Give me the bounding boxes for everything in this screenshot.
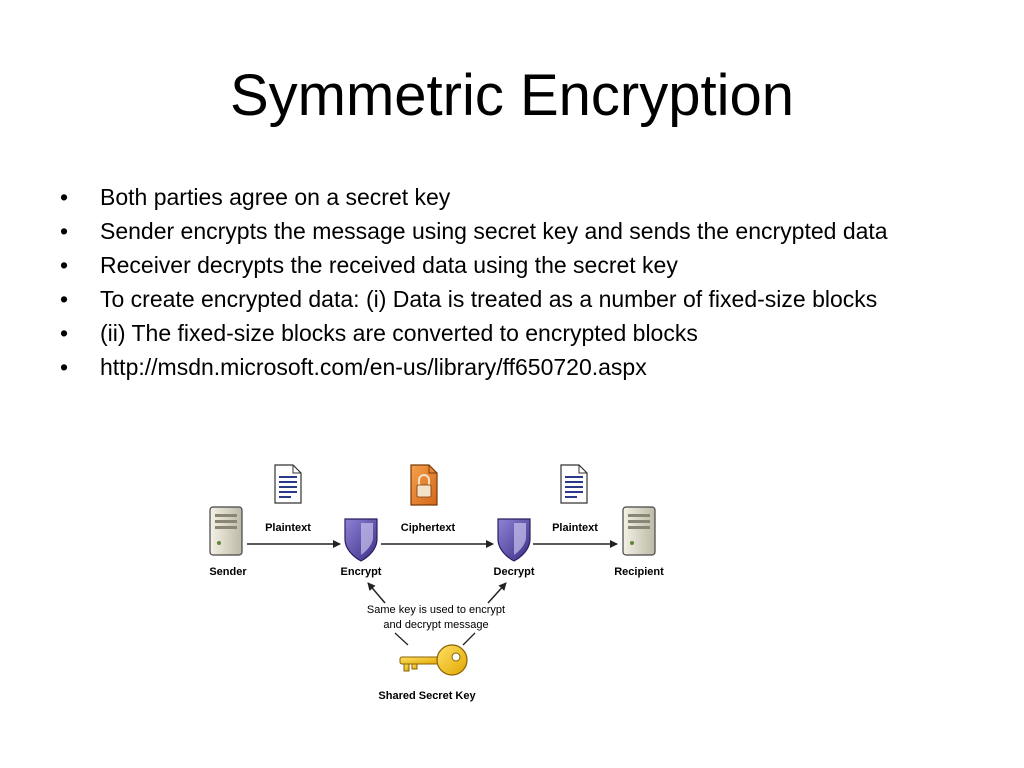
bullet-item: To create encrypted data: (i) Data is tr… <box>58 286 958 313</box>
key-icon <box>399 644 468 676</box>
bullet-item: Receiver decrypts the received data usin… <box>58 252 958 279</box>
document-icon <box>560 464 588 504</box>
document-icon <box>274 464 302 504</box>
bullet-item: (ii) The fixed-size blocks are converted… <box>58 320 958 347</box>
recipient-label: Recipient <box>614 566 664 578</box>
shield-icon <box>497 518 531 562</box>
shared-key-label: Shared Secret Key <box>378 690 476 702</box>
plaintext-left-label: Plaintext <box>265 522 311 534</box>
locked-document-icon <box>410 464 438 506</box>
slide-title: Symmetric Encryption <box>229 63 795 128</box>
bullet-list: Both parties agree on a secret key Sende… <box>58 184 958 388</box>
server-icon <box>622 506 656 556</box>
shield-icon <box>344 518 378 562</box>
bullet-item: Sender encrypts the message using secret… <box>58 218 958 245</box>
symmetric-encryption-diagram: Sender Plaintext Encrypt Ciphertext Decr… <box>209 464 664 702</box>
sender-label: Sender <box>209 566 247 578</box>
server-icon <box>209 506 243 556</box>
note-line-2: and decrypt message <box>383 619 488 631</box>
ciphertext-label: Ciphertext <box>401 522 456 534</box>
encrypt-label: Encrypt <box>341 566 382 578</box>
plaintext-right-label: Plaintext <box>552 522 598 534</box>
bullet-item: Both parties agree on a secret key <box>58 184 958 211</box>
bullet-link[interactable]: http://msdn.microsoft.com/en-us/library/… <box>58 354 958 381</box>
decrypt-label: Decrypt <box>494 566 535 578</box>
note-line-1: Same key is used to encrypt <box>367 604 505 616</box>
